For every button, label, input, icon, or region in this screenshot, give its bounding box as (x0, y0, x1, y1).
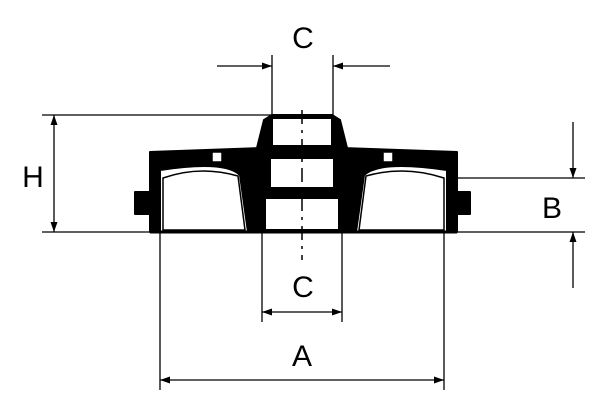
label-bottom-c: C (292, 271, 314, 304)
flange-lug-right (455, 191, 471, 215)
label-a: A (292, 340, 312, 373)
label-h: H (22, 161, 44, 194)
cavity-notch-left (211, 151, 223, 163)
dim-b (457, 122, 585, 288)
dim-top-c (217, 55, 390, 118)
label-top-c: C (292, 22, 314, 55)
dim-bottom-c (261, 232, 343, 322)
dim-h (42, 114, 272, 233)
dim-a (159, 232, 445, 390)
cavity-notch-right (382, 151, 394, 163)
label-b: B (542, 192, 562, 225)
drum-cavity (162, 151, 445, 231)
cavity-right (358, 170, 445, 231)
flange-lug-left (134, 191, 152, 215)
cavity-left (162, 170, 246, 231)
